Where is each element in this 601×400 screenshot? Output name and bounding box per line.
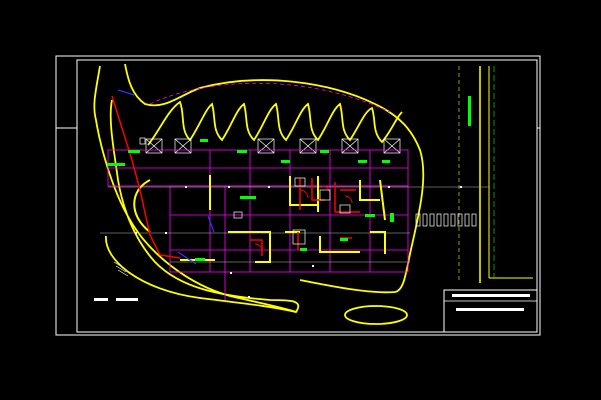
title-block-row-1 (452, 294, 530, 297)
inner-frame (76, 59, 538, 333)
site-perimeter (93, 63, 425, 314)
title-block (443, 289, 538, 333)
road-lines (458, 66, 533, 283)
pond (344, 305, 408, 325)
pipe-network (111, 95, 360, 259)
equipment-blocks (139, 137, 351, 245)
drain-slots (415, 213, 477, 227)
title-block-row-2 (456, 308, 524, 311)
grid-markers (135, 186, 462, 298)
outer-border (55, 55, 541, 336)
annotation-tags (107, 139, 394, 261)
scale-bar (94, 298, 138, 301)
parking-stalls (147, 100, 403, 146)
service-lines (117, 89, 215, 265)
structural-grid (107, 149, 409, 300)
boundary-arc (149, 82, 391, 113)
building-walls (133, 175, 386, 263)
pavilion-row (145, 138, 401, 154)
stair-hatch (113, 261, 129, 277)
